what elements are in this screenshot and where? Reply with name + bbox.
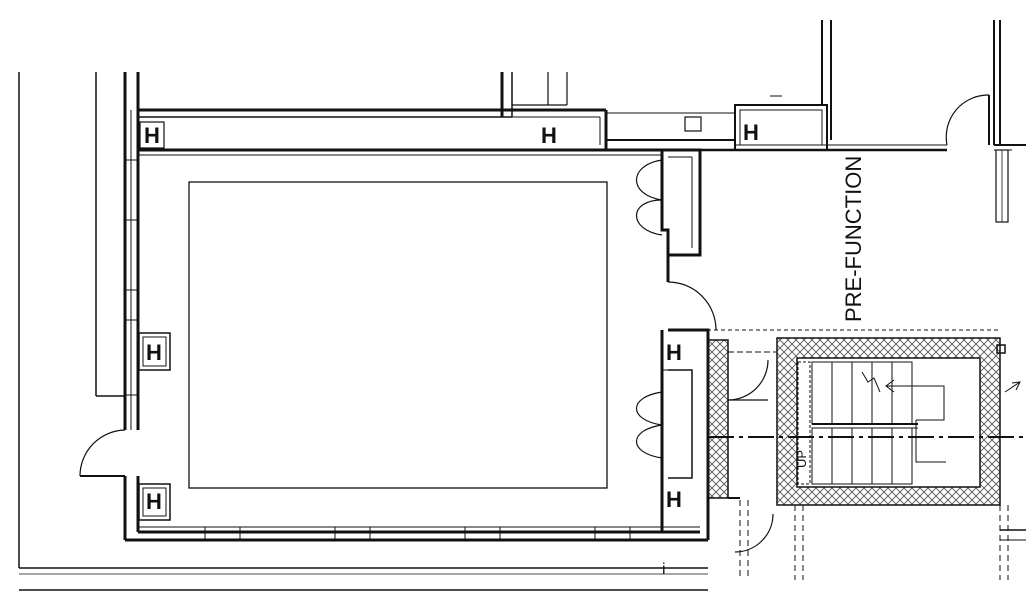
hydrant-marker-4: H	[138, 332, 171, 371]
stair-treads	[797, 361, 946, 485]
lower-right-lines	[728, 381, 1026, 580]
svg-text:H: H	[541, 123, 557, 148]
svg-text:H: H	[144, 123, 160, 148]
hydrant-marker-7: H	[666, 487, 682, 512]
room-label-pre-function: PRE-FUNCTION	[841, 156, 866, 322]
doors	[79, 94, 990, 553]
hydrant-marker-3: H	[743, 120, 759, 145]
stair-up-label: UP	[794, 450, 809, 468]
svg-text:H: H	[666, 340, 682, 365]
stair-enclosure	[700, 329, 1006, 506]
svg-text:H: H	[666, 487, 682, 512]
main-room-walls	[123, 72, 708, 542]
hydrant-marker-5: H	[138, 483, 171, 521]
hydrant-markers: H H H H H H H	[138, 120, 759, 521]
svg-text:H: H	[146, 340, 162, 365]
svg-text:H: H	[743, 120, 759, 145]
hydrant-marker-6: H	[666, 340, 682, 365]
hydrant-marker-2: H	[541, 123, 557, 148]
svg-text:H: H	[146, 489, 162, 514]
upper-right-walls	[606, 20, 1026, 223]
outer-boundary-lines	[18, 72, 708, 591]
inner-floor-area	[188, 181, 608, 489]
corner-mark: i	[662, 561, 666, 578]
hydrant-marker-1: H	[139, 121, 165, 149]
